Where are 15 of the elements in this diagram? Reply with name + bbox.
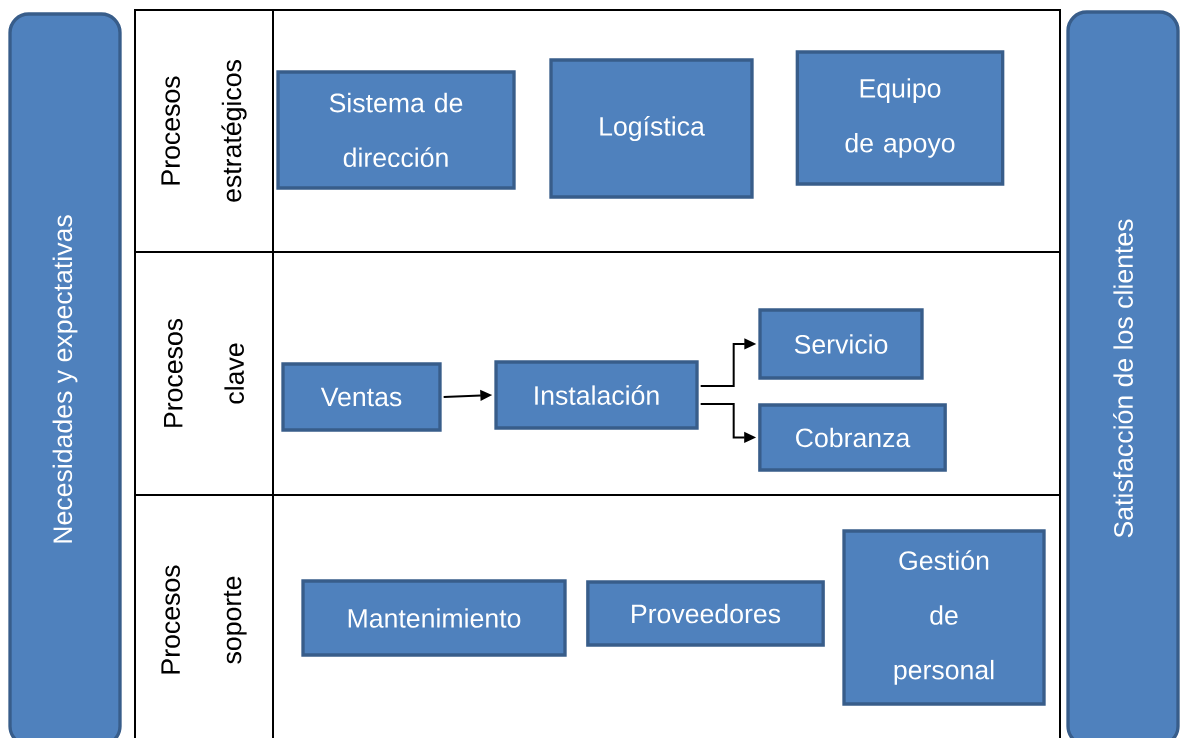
process-box: Logística — [549, 58, 754, 199]
row-heading: Procesos clave — [164, 318, 244, 427]
process-box: Gestión de personal — [842, 529, 1046, 706]
row-heading: Procesos soporte — [161, 565, 247, 674]
process-box: Servicio — [758, 308, 924, 380]
side-bar: Necesidades y expectativas — [8, 12, 122, 738]
process-box: Instalación — [494, 360, 699, 430]
process-box: Equipo de apoyo — [795, 50, 1005, 186]
process-box: Sistema de dirección — [276, 70, 516, 190]
process-box: Ventas — [281, 362, 442, 432]
side-bar: Satisfacción de los clientes — [1066, 10, 1180, 738]
process-box: Cobranza — [758, 403, 947, 472]
row-heading: Procesos estratégicos — [161, 60, 247, 202]
process-box: Proveedores — [586, 580, 825, 647]
process-box: Mantenimiento — [301, 579, 567, 657]
